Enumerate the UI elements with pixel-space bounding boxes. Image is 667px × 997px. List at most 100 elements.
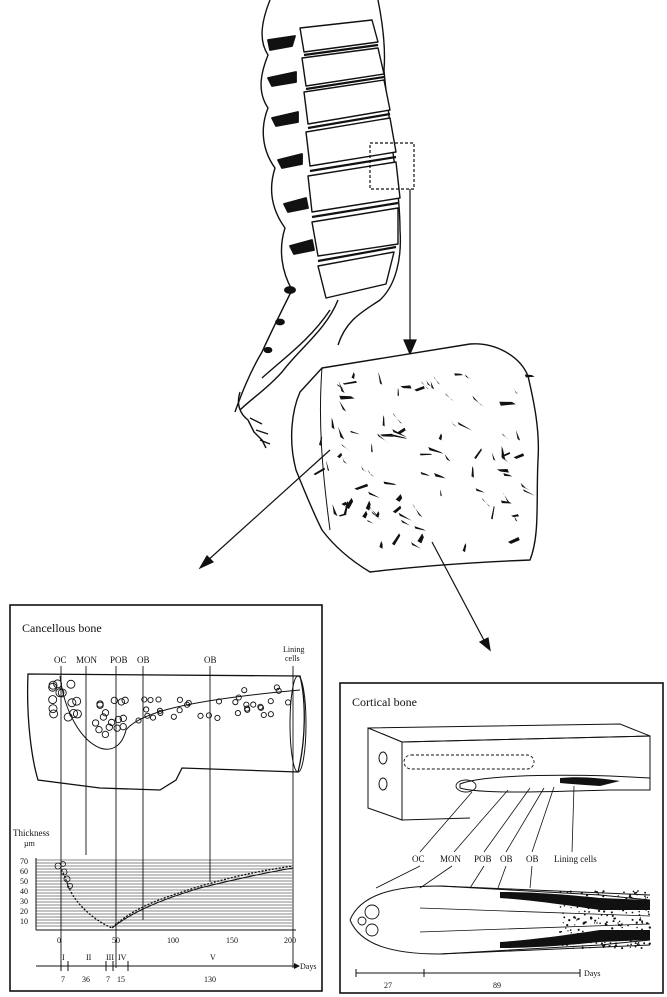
- stipple-dot: [582, 945, 584, 947]
- stipple-dot: [641, 947, 643, 949]
- stipple-dot: [627, 944, 628, 945]
- stipple-dot: [562, 942, 564, 944]
- stipple-dot: [601, 914, 602, 915]
- cortical-label-ob-2: OB: [526, 854, 539, 864]
- y-ticks: 70 60 50 40 30 20 10: [20, 857, 28, 926]
- stipple-dot: [571, 932, 572, 933]
- phase-iii: III: [106, 953, 114, 962]
- stipple-dot: [599, 936, 601, 938]
- stipple-dot: [627, 934, 629, 936]
- stipple-dot: [560, 938, 562, 940]
- stipple-dot: [563, 922, 564, 923]
- stipple-dot: [640, 917, 641, 918]
- stipple-dot: [639, 914, 641, 916]
- stipple-dot: [617, 922, 618, 923]
- stipple-dot: [625, 932, 627, 934]
- duration-iv: 15: [117, 975, 125, 984]
- stipple-dot: [617, 901, 619, 903]
- stipple-dot: [589, 902, 591, 904]
- x-tick-100: 100: [167, 936, 179, 945]
- stipple-dot: [563, 916, 565, 918]
- stipple-dot: [644, 892, 646, 894]
- stipple-dot: [625, 934, 627, 936]
- cortical-label-lining: Lining cells: [554, 854, 597, 864]
- stipple-dot: [633, 891, 635, 893]
- stipple-dot: [560, 906, 562, 908]
- stipple-dot: [560, 891, 562, 893]
- stipple-dot: [639, 919, 641, 921]
- stipple-dot: [638, 937, 640, 939]
- stipple-dot: [632, 898, 633, 899]
- stipple-dot: [564, 905, 566, 907]
- y-axis-unit: µm: [24, 839, 36, 848]
- y-tick-10: 10: [20, 917, 28, 926]
- cortical-duration-2: 89: [493, 981, 501, 990]
- stipple-dot: [628, 931, 630, 933]
- stipple-dot: [626, 912, 628, 914]
- stipple-dot: [621, 947, 623, 949]
- stipple-dot: [573, 934, 575, 936]
- stipple-dot: [627, 937, 628, 938]
- stipple-dot: [637, 894, 638, 895]
- stipple-dot: [614, 931, 616, 933]
- stipple-dot: [641, 920, 643, 922]
- stipple-dot: [577, 933, 578, 934]
- stipple-dot: [566, 924, 568, 926]
- stipple-dot: [575, 917, 576, 918]
- stipple-dot: [632, 919, 634, 921]
- stipple-dot: [578, 929, 580, 931]
- stipple-dot: [639, 944, 640, 945]
- stipple-dot: [578, 911, 579, 912]
- stipple-dot: [598, 910, 600, 912]
- stipple-dot: [618, 895, 619, 896]
- stipple-dot: [590, 917, 592, 919]
- stipple-dot: [615, 945, 617, 947]
- stipple-dot: [642, 922, 643, 923]
- stipple-dot: [586, 935, 588, 937]
- label-lining-2: cells: [285, 654, 300, 663]
- arrow-to-cancellous: [200, 450, 330, 568]
- label-pob: POB: [110, 655, 128, 665]
- stipple-dot: [603, 905, 605, 907]
- stipple-dot: [613, 920, 615, 922]
- stipple-dot: [589, 898, 591, 900]
- stipple-dot: [623, 906, 624, 907]
- x-tick-150: 150: [226, 936, 238, 945]
- stipple-dot: [609, 937, 611, 939]
- stipple-dot: [603, 910, 605, 912]
- stipple-dot: [565, 903, 567, 905]
- stipple-dot: [586, 894, 588, 896]
- stipple-dot: [572, 905, 573, 906]
- stipple-dot: [562, 944, 564, 946]
- stipple-dot: [582, 922, 584, 924]
- stipple-dot: [622, 909, 624, 911]
- stipple-dot: [567, 892, 569, 894]
- stipple-dot: [594, 901, 596, 903]
- label-mon: MON: [76, 655, 98, 665]
- stipple-dot: [621, 927, 623, 929]
- duration-iii: 7: [106, 975, 110, 984]
- stipple-dot: [604, 900, 606, 902]
- cortical-bone-panel: Cortical bone OC MON POB OB OB Lining ce…: [340, 683, 663, 993]
- stipple-dot: [638, 942, 640, 944]
- cortical-label-pob: POB: [474, 854, 492, 864]
- stipple-dot: [562, 912, 564, 914]
- stipple-dot: [574, 924, 575, 925]
- stipple-dot: [615, 942, 617, 944]
- stipple-dot: [570, 929, 572, 931]
- stipple-dot: [618, 924, 620, 926]
- stipple-dot: [567, 942, 569, 944]
- stipple-dot: [588, 911, 590, 913]
- stipple-dot: [630, 908, 631, 909]
- stipple-dot: [596, 922, 597, 923]
- stipple-dot: [603, 907, 605, 909]
- stipple-dot: [587, 938, 589, 940]
- y-tick-50: 50: [20, 877, 28, 886]
- stipple-dot: [567, 900, 569, 902]
- cortical-label-oc: OC: [412, 854, 425, 864]
- y-tick-40: 40: [20, 887, 28, 896]
- stipple-dot: [614, 938, 616, 940]
- stipple-dot: [583, 905, 585, 907]
- vertebral-bone-block: [292, 344, 539, 572]
